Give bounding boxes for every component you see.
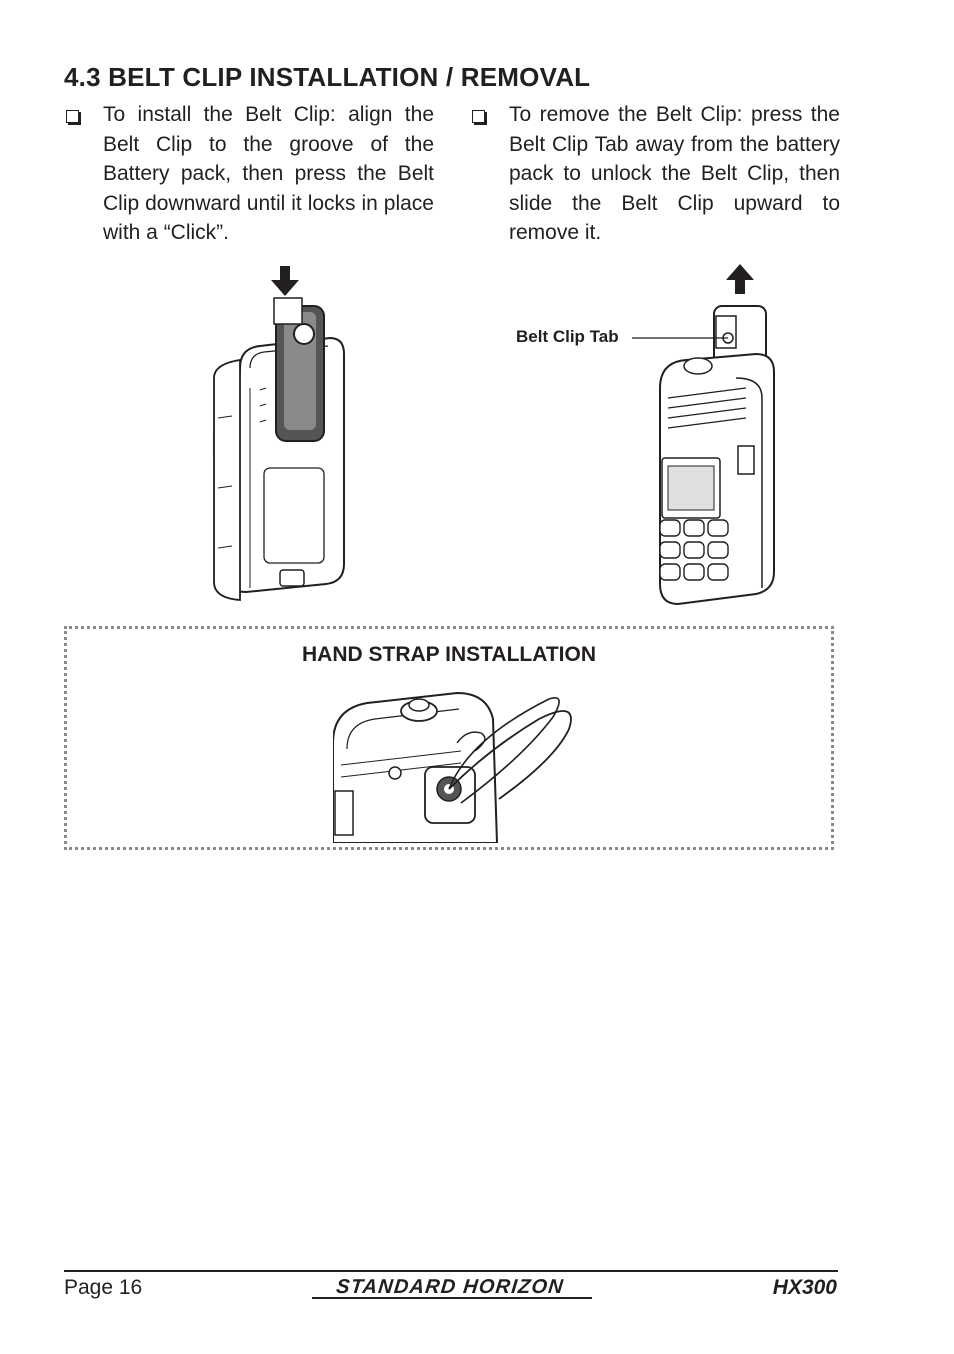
section-heading: 4.3 BELT CLIP INSTALLATION / REMOVAL — [64, 62, 591, 92]
checkbox-bullet-icon — [472, 110, 485, 123]
arrow-up-icon — [726, 264, 754, 294]
belt-clip-tab-label: Belt Clip Tab — [516, 327, 619, 346]
install-text: To install the Belt Clip: align the Belt… — [103, 103, 434, 244]
callout-leader-line — [632, 337, 728, 339]
arrow-down-icon — [271, 266, 299, 296]
brand-logo-underline — [312, 1297, 592, 1299]
hand-strap-title: HAND STRAP INSTALLATION — [302, 643, 596, 666]
checkbox-bullet-icon — [66, 110, 79, 123]
remove-text: To remove the Belt Clip: press the Belt … — [509, 103, 840, 244]
hand-strap-illustration — [333, 691, 572, 843]
remove-instruction: To remove the Belt Clip: press the Belt … — [470, 100, 840, 248]
page-number: Page 16 — [64, 1276, 143, 1299]
brand-logo: STANDARD HORIZON — [335, 1276, 566, 1298]
model-name: HX300 — [772, 1276, 837, 1299]
footer-rule — [64, 1270, 838, 1272]
remove-illustration — [640, 258, 780, 608]
install-illustration — [200, 258, 350, 608]
install-instruction: To install the Belt Clip: align the Belt… — [64, 100, 434, 248]
hand-strap-panel: HAND STRAP INSTALLATION — [64, 626, 834, 850]
